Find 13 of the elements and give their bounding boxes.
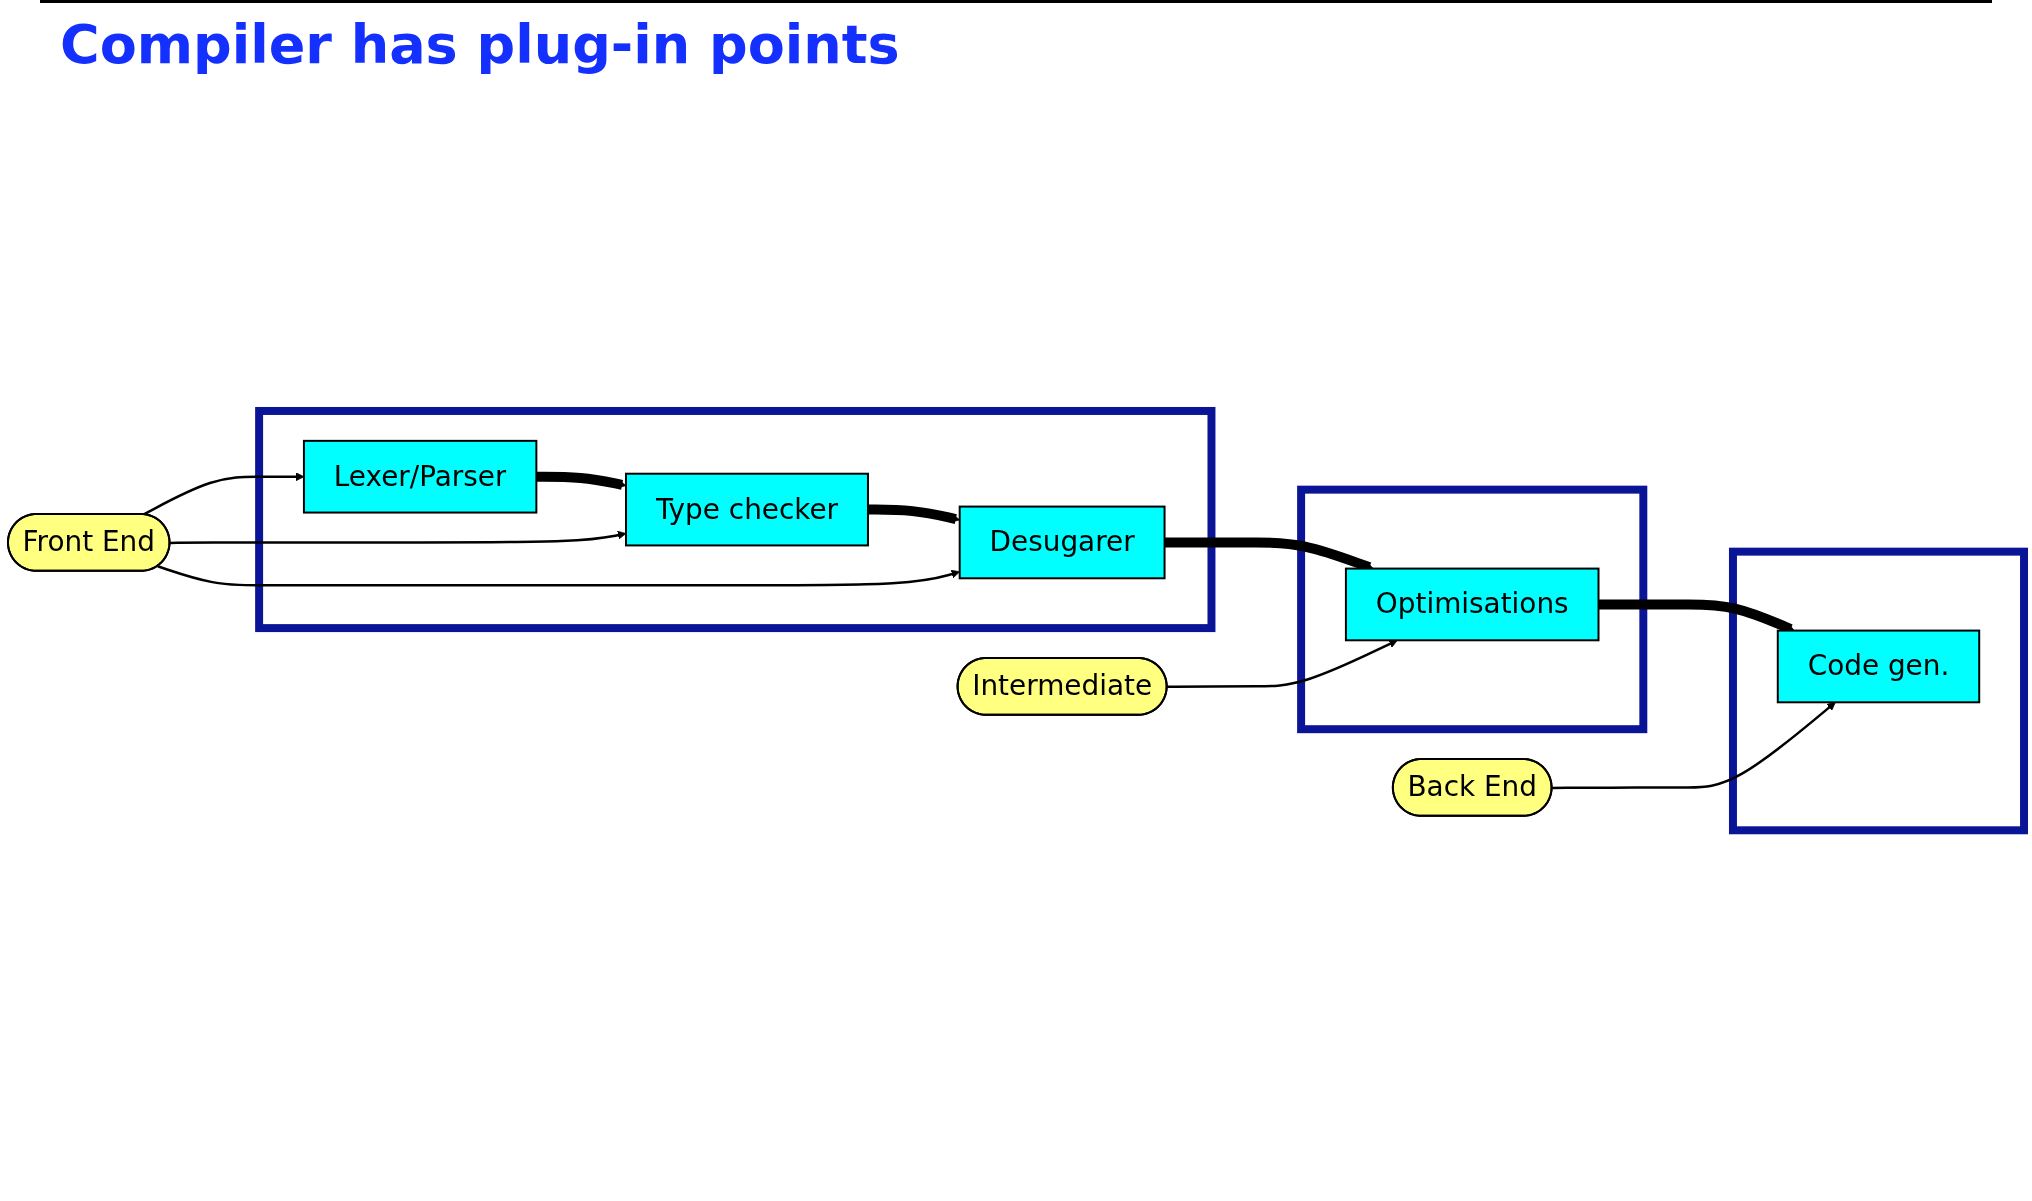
cluster bbox=[1297, 486, 1648, 734]
arrow bbox=[169, 531, 627, 545]
cluster bbox=[255, 407, 1216, 633]
diagram-title: Compiler has plug-in points bbox=[60, 13, 900, 76]
node-box: Optimisations bbox=[1344, 567, 1600, 642]
cluster bbox=[1729, 548, 2028, 835]
node-box: Code gen. bbox=[1776, 629, 1981, 704]
arrow bbox=[1552, 702, 1836, 790]
node-box: Desugarer bbox=[958, 505, 1166, 580]
arrow bbox=[536, 472, 627, 491]
arrow bbox=[1167, 640, 1398, 689]
node-box: Lexer/Parser bbox=[302, 440, 538, 514]
node-box: Type checker bbox=[625, 473, 869, 547]
